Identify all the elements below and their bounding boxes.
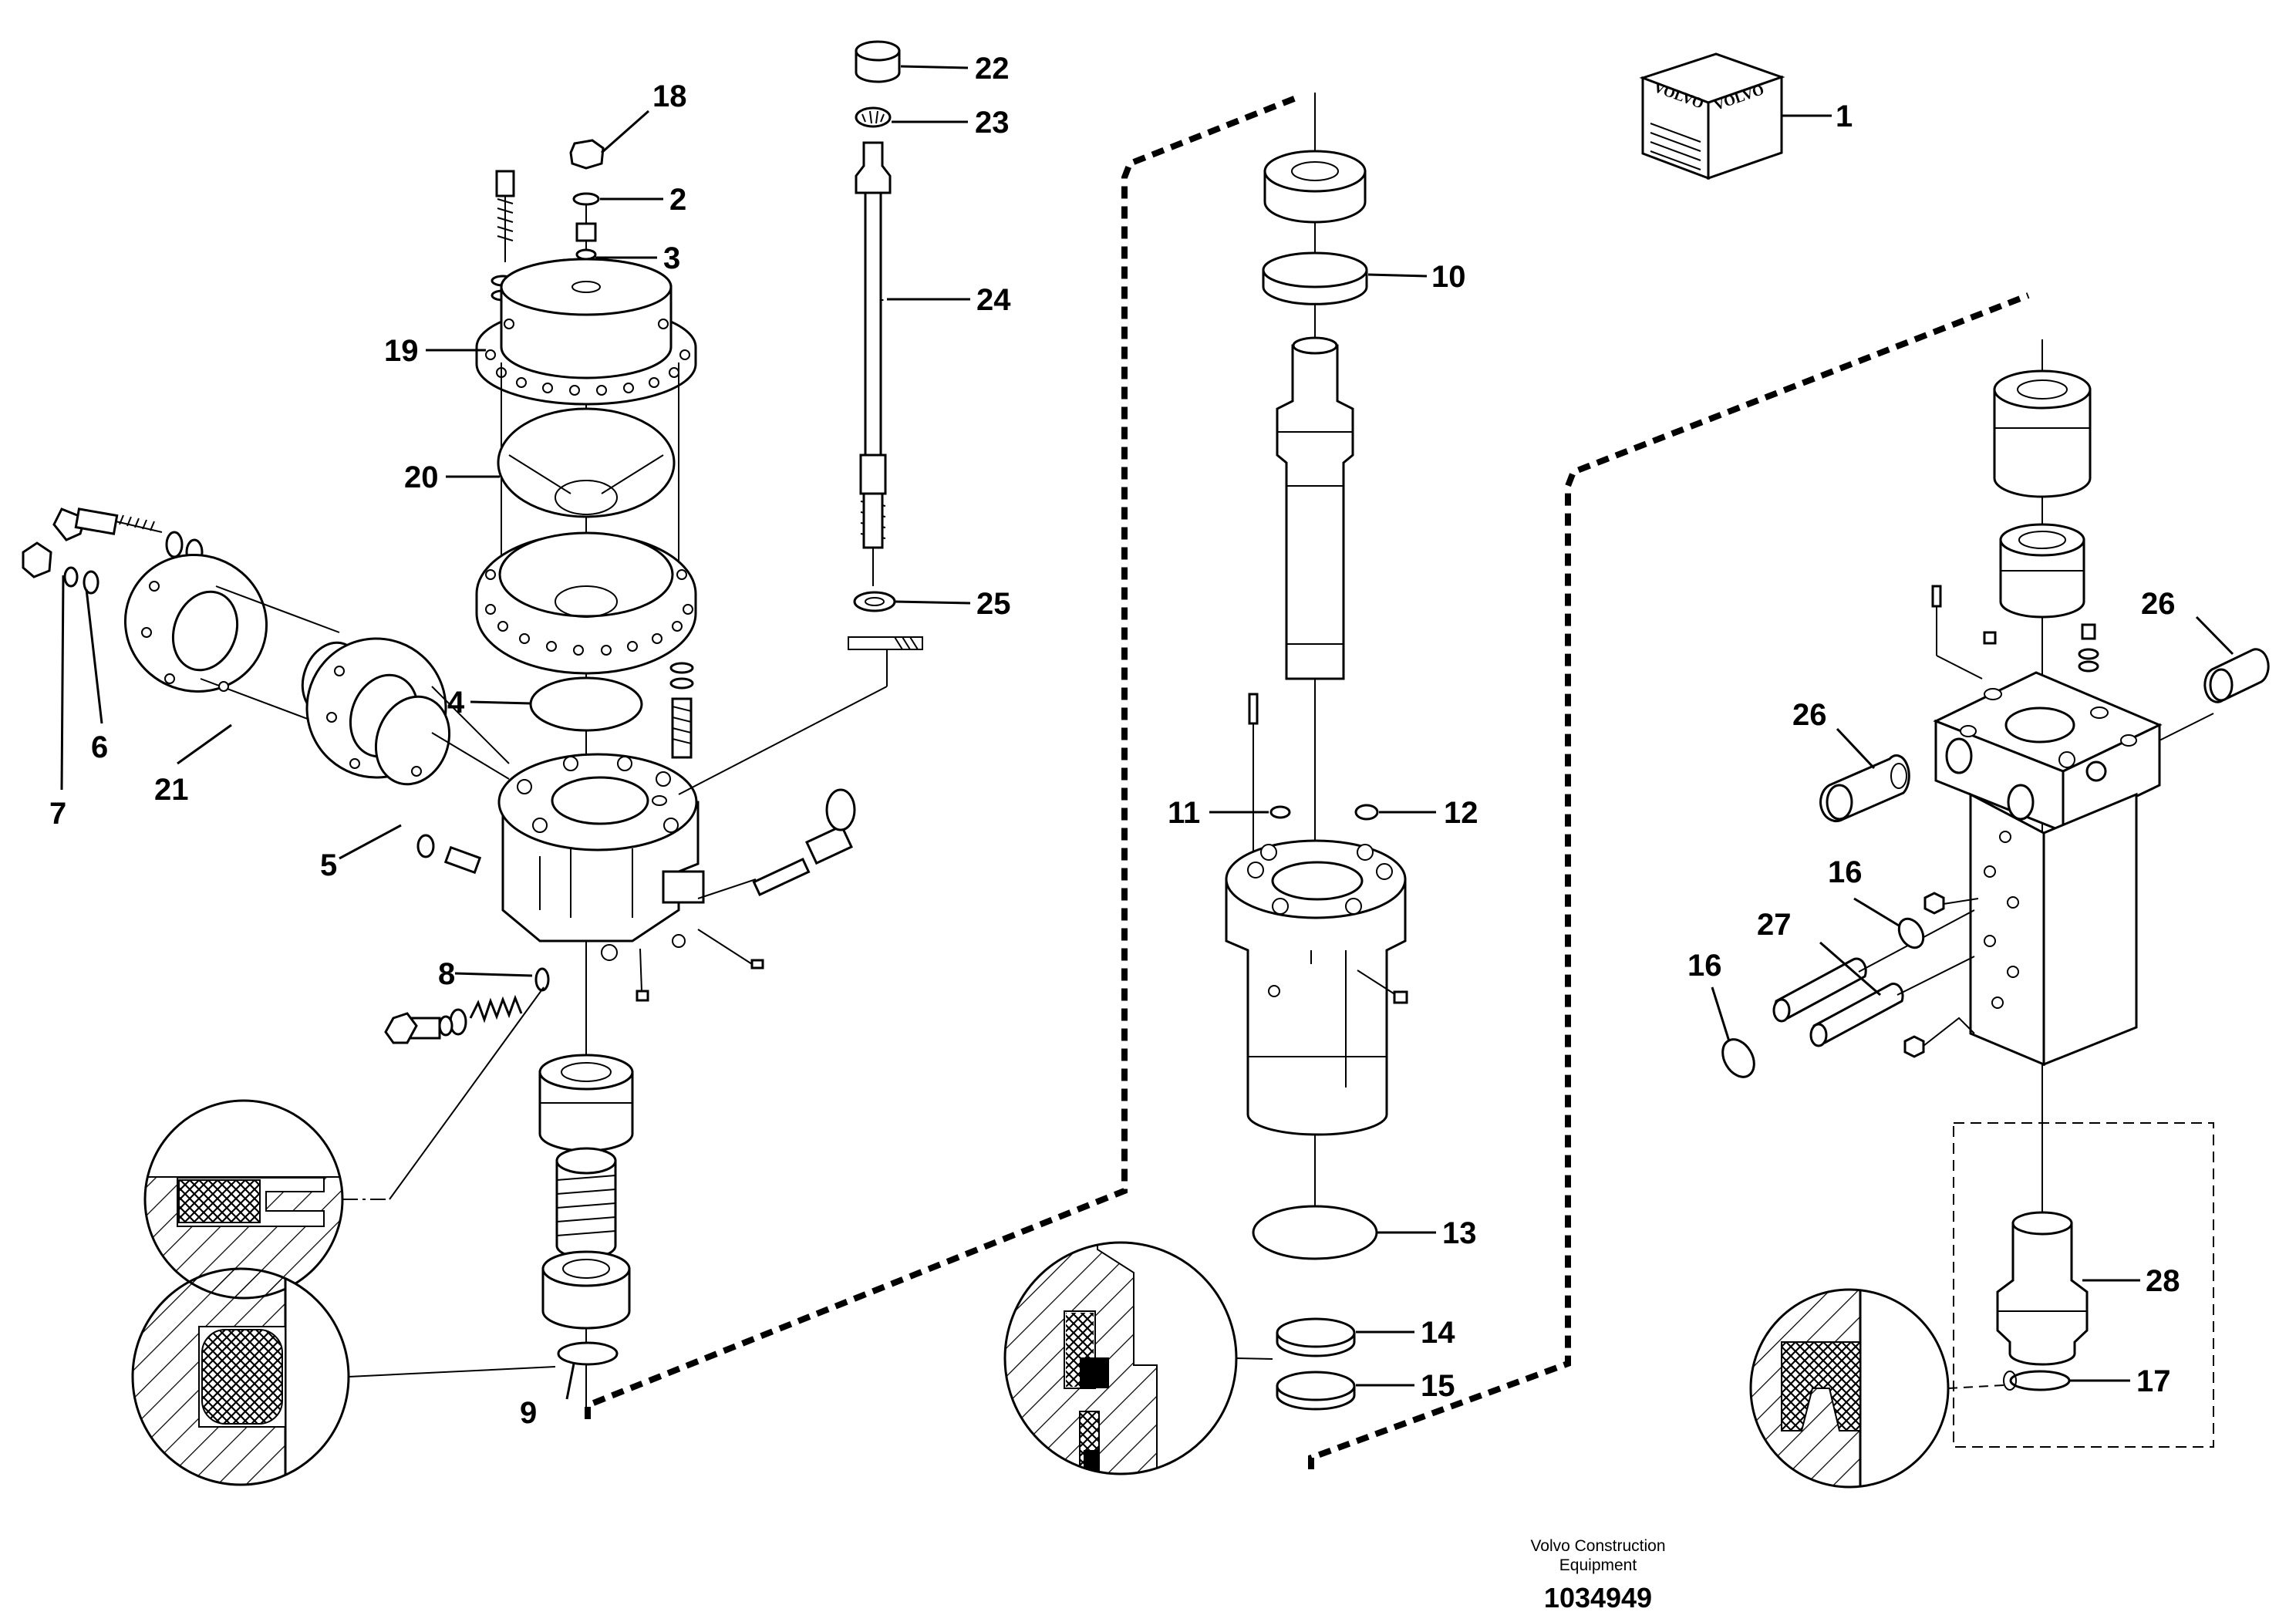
side-cylinder-21 — [22, 508, 510, 786]
callout-15: 15 — [1421, 1369, 1455, 1403]
detail-view-b — [131, 1267, 556, 1486]
callout-16a: 16 — [1828, 855, 1863, 889]
callout-24: 24 — [976, 283, 1011, 317]
callout-6: 6 — [91, 730, 108, 764]
callout-12: 12 — [1444, 796, 1478, 830]
assembly-guide-lines — [585, 94, 2214, 1469]
callout-9: 9 — [520, 1396, 537, 1430]
callout-22: 22 — [975, 52, 1010, 86]
callout-14: 14 — [1421, 1316, 1455, 1350]
center-shaft-assembly — [1225, 93, 1408, 1411]
housing-holes — [1247, 844, 1393, 915]
callout-28: 28 — [2146, 1264, 2180, 1298]
callout-25: 25 — [976, 587, 1011, 621]
callout-7: 7 — [49, 797, 66, 831]
callout-19: 19 — [384, 334, 419, 368]
volvo-kit-box: VOLVO VOLVO — [1639, 52, 1785, 180]
credit-line-1: Volvo Construction — [1530, 1537, 1665, 1555]
drawing-number: 1034949 — [1544, 1582, 1652, 1614]
left-valve-assembly — [22, 40, 923, 1411]
callout-labels: 1 2 3 4 5 6 7 8 9 10 11 12 13 14 15 16 1… — [49, 52, 2180, 1430]
leader-lines — [60, 65, 2234, 1400]
callout-17: 17 — [2136, 1364, 2171, 1398]
tube-assembly — [678, 40, 923, 795]
block-side-holes — [1984, 831, 2019, 1009]
callout-4: 4 — [447, 686, 465, 720]
drawing-credit: Volvo Construction Equipment 1034949 — [1530, 1537, 1665, 1614]
callout-27: 27 — [1757, 908, 1792, 942]
callout-16b: 16 — [1687, 949, 1722, 983]
callout-5: 5 — [320, 848, 337, 882]
callout-23: 23 — [975, 106, 1010, 140]
callout-11: 11 — [1168, 796, 1200, 830]
callout-13: 13 — [1442, 1216, 1477, 1250]
callout-21: 21 — [154, 773, 189, 807]
right-block-assembly — [1721, 339, 2270, 1391]
callout-18: 18 — [652, 79, 687, 113]
callout-8: 8 — [438, 957, 455, 991]
credit-line-2: Equipment — [1559, 1556, 1637, 1574]
body-bolt-holes — [517, 756, 679, 833]
detail-view-c — [1003, 1241, 1273, 1475]
callout-10: 10 — [1431, 260, 1466, 294]
callout-20: 20 — [404, 460, 439, 494]
callout-1: 1 — [1836, 99, 1853, 133]
side-flange-holes — [141, 581, 422, 777]
callout-26a: 26 — [1792, 698, 1827, 732]
detail-view-d — [1749, 1288, 2004, 1489]
callout-2: 2 — [669, 183, 686, 217]
flange-bolt-holes — [485, 569, 693, 656]
cover-bolt-holes — [485, 319, 690, 396]
callout-26b: 26 — [2141, 587, 2176, 621]
callout-3: 3 — [663, 241, 680, 275]
